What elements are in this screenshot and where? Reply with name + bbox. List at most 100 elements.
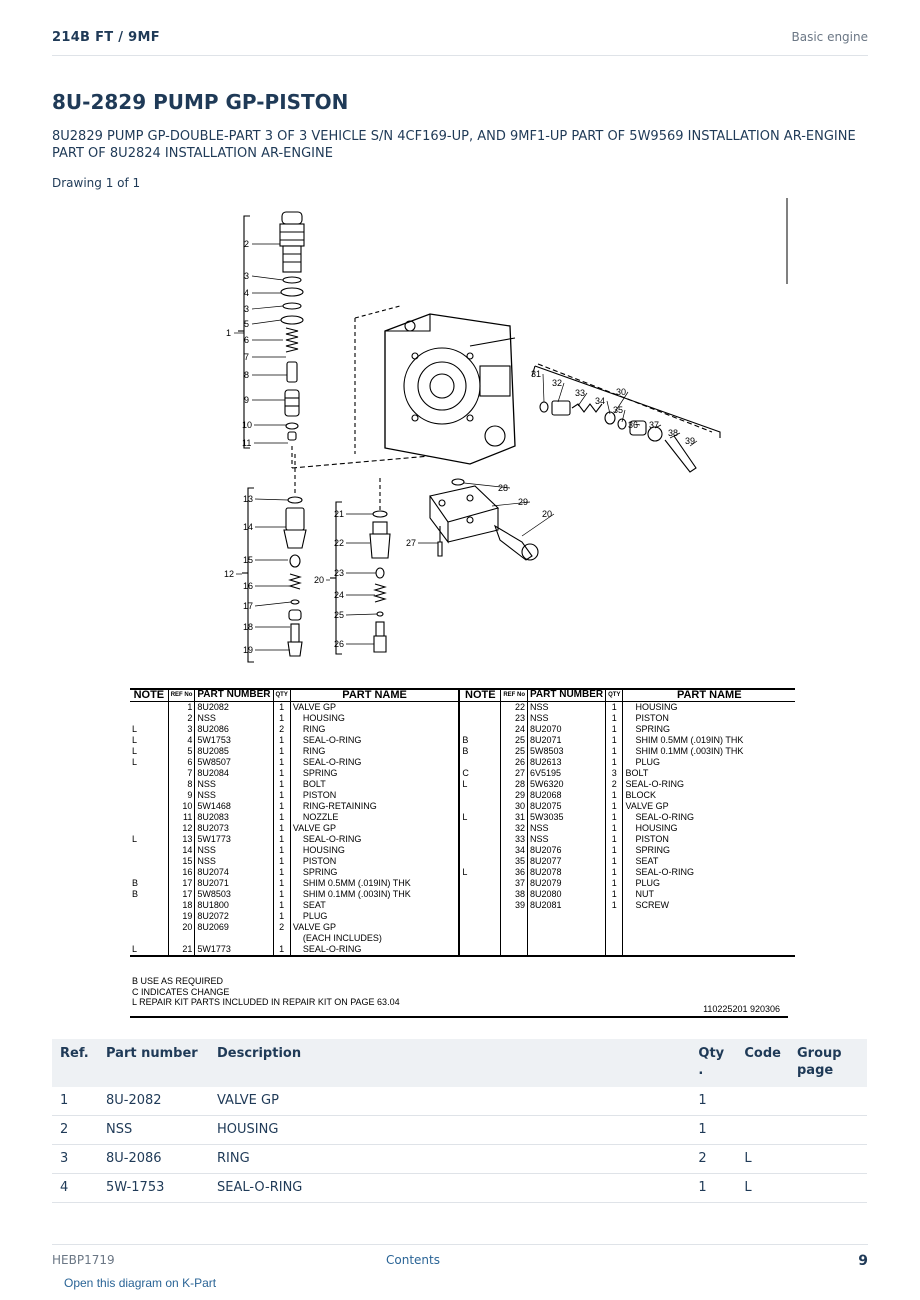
cell-note: L: [132, 746, 138, 756]
callout-leader: [254, 601, 292, 607]
cell-qty: 3: [605, 768, 623, 779]
cell-note: [130, 867, 168, 878]
callout-number: 9: [244, 395, 249, 405]
cell-part-number: NSS: [194, 713, 274, 724]
callout-number: 15: [243, 555, 253, 565]
cell-part-number: 5W3035: [526, 812, 606, 823]
cell-note: L: [132, 724, 138, 734]
contents-link[interactable]: Contents: [386, 1253, 440, 1267]
cell-part-name: SEAL-O-RING: [289, 735, 460, 746]
cell-note: [458, 933, 501, 944]
cell-part-number: [526, 944, 606, 957]
cell-note: B: [132, 889, 139, 899]
cell-ref: [500, 911, 528, 922]
cell-qty: [605, 922, 623, 933]
col-ref: REF No: [167, 688, 195, 702]
cell-ref: 38: [500, 889, 528, 900]
cell-part-number: [526, 933, 606, 944]
cell-part-number: 5W8507: [194, 757, 274, 768]
cell-qty: 2: [605, 779, 623, 790]
cell-part-number: NSS: [526, 713, 606, 724]
callout-leader: [635, 423, 641, 426]
cell-note: [130, 713, 168, 724]
cell-part-number: 8U2073: [194, 823, 274, 834]
cell-part-name: PLUG: [289, 911, 460, 922]
cell-part-number: 8U-2086: [98, 1144, 209, 1174]
cell-part-name: [622, 911, 795, 922]
cell-part-name: HOUSING: [622, 701, 795, 713]
callout-number: 34: [595, 396, 605, 406]
cell-part-name: PISTON: [289, 790, 460, 801]
document-id: HEBP1719: [52, 1253, 115, 1267]
callout-number: 20: [542, 509, 552, 519]
callout-number: 4: [244, 288, 249, 298]
cell-ref: 18: [167, 900, 195, 911]
cell-qty: 2: [690, 1144, 737, 1174]
cell-part-number: 8U2079: [526, 878, 606, 889]
cell-ref: 31: [500, 812, 528, 823]
callout-number: 25: [334, 610, 344, 620]
cell-part-number: 5W8503: [526, 746, 606, 757]
header-description: Description: [209, 1039, 691, 1087]
callout-number: 7: [244, 352, 249, 362]
cell-part-name: VALVE GP: [289, 823, 460, 834]
cell-part-number: 8U2613: [526, 757, 606, 768]
cell-note: [458, 922, 501, 933]
cell-part-name: RING: [289, 724, 460, 735]
exploded-view-drawing: 1234356789101112131415161718192021222324…: [224, 198, 788, 663]
cell-qty: 1: [605, 746, 623, 757]
page-number: 9: [858, 1253, 868, 1269]
cell-ref: 15: [167, 856, 195, 867]
callout-leader: [491, 501, 531, 507]
cell-ref: 35: [500, 856, 528, 867]
cell-qty: 1: [605, 735, 623, 746]
cell-note: C: [458, 768, 501, 779]
cell-part-name: BLOCK: [622, 790, 795, 801]
cell-part-number: NSS: [194, 845, 274, 856]
cell-ref: 33: [500, 834, 528, 845]
cell-ref: 30: [500, 801, 528, 812]
cell-qty: 1: [605, 834, 623, 845]
cell-ref: [167, 933, 195, 944]
callout-number: 33: [575, 388, 585, 398]
callout-leader: [542, 373, 545, 403]
cell-part-number: 8U2080: [526, 889, 606, 900]
cell-code: [736, 1087, 789, 1116]
cell-qty: 1: [272, 779, 291, 790]
col-part-name-2: PART NAME: [622, 688, 795, 702]
cell-ref: [500, 944, 528, 957]
cell-note: [130, 790, 168, 801]
cell-part-number: 8U2082: [194, 701, 274, 713]
cell-qty: 1: [605, 845, 623, 856]
cell-ref: 5: [167, 746, 195, 757]
cell-qty: [605, 911, 623, 922]
callout-number: 37: [649, 420, 659, 430]
cell-note: [458, 801, 501, 812]
cell-part-number: NSS: [526, 701, 606, 713]
cell-part-name: BOLT: [289, 779, 460, 790]
cell-part-number: 5W6320: [526, 779, 606, 790]
page-subtitle: 8U2829 PUMP GP-DOUBLE-PART 3 OF 3 VEHICL…: [52, 129, 856, 161]
cell-qty: 1: [605, 856, 623, 867]
cell-ref: [500, 922, 528, 933]
cell-note: [130, 823, 168, 834]
cell-note: [458, 889, 501, 900]
callout-leader: [251, 305, 284, 310]
callout-number: 8: [244, 370, 249, 380]
open-in-kpart-link[interactable]: Open this diagram on K-Part: [64, 1276, 217, 1290]
callout-leader: [689, 440, 698, 447]
cell-ref: 28: [500, 779, 528, 790]
cell-part-name: RING-RETAINING: [289, 801, 460, 812]
header-qty: Qty .: [690, 1039, 737, 1087]
cell-note: [458, 911, 501, 922]
note-line: B USE AS REQUIRED: [132, 976, 224, 986]
